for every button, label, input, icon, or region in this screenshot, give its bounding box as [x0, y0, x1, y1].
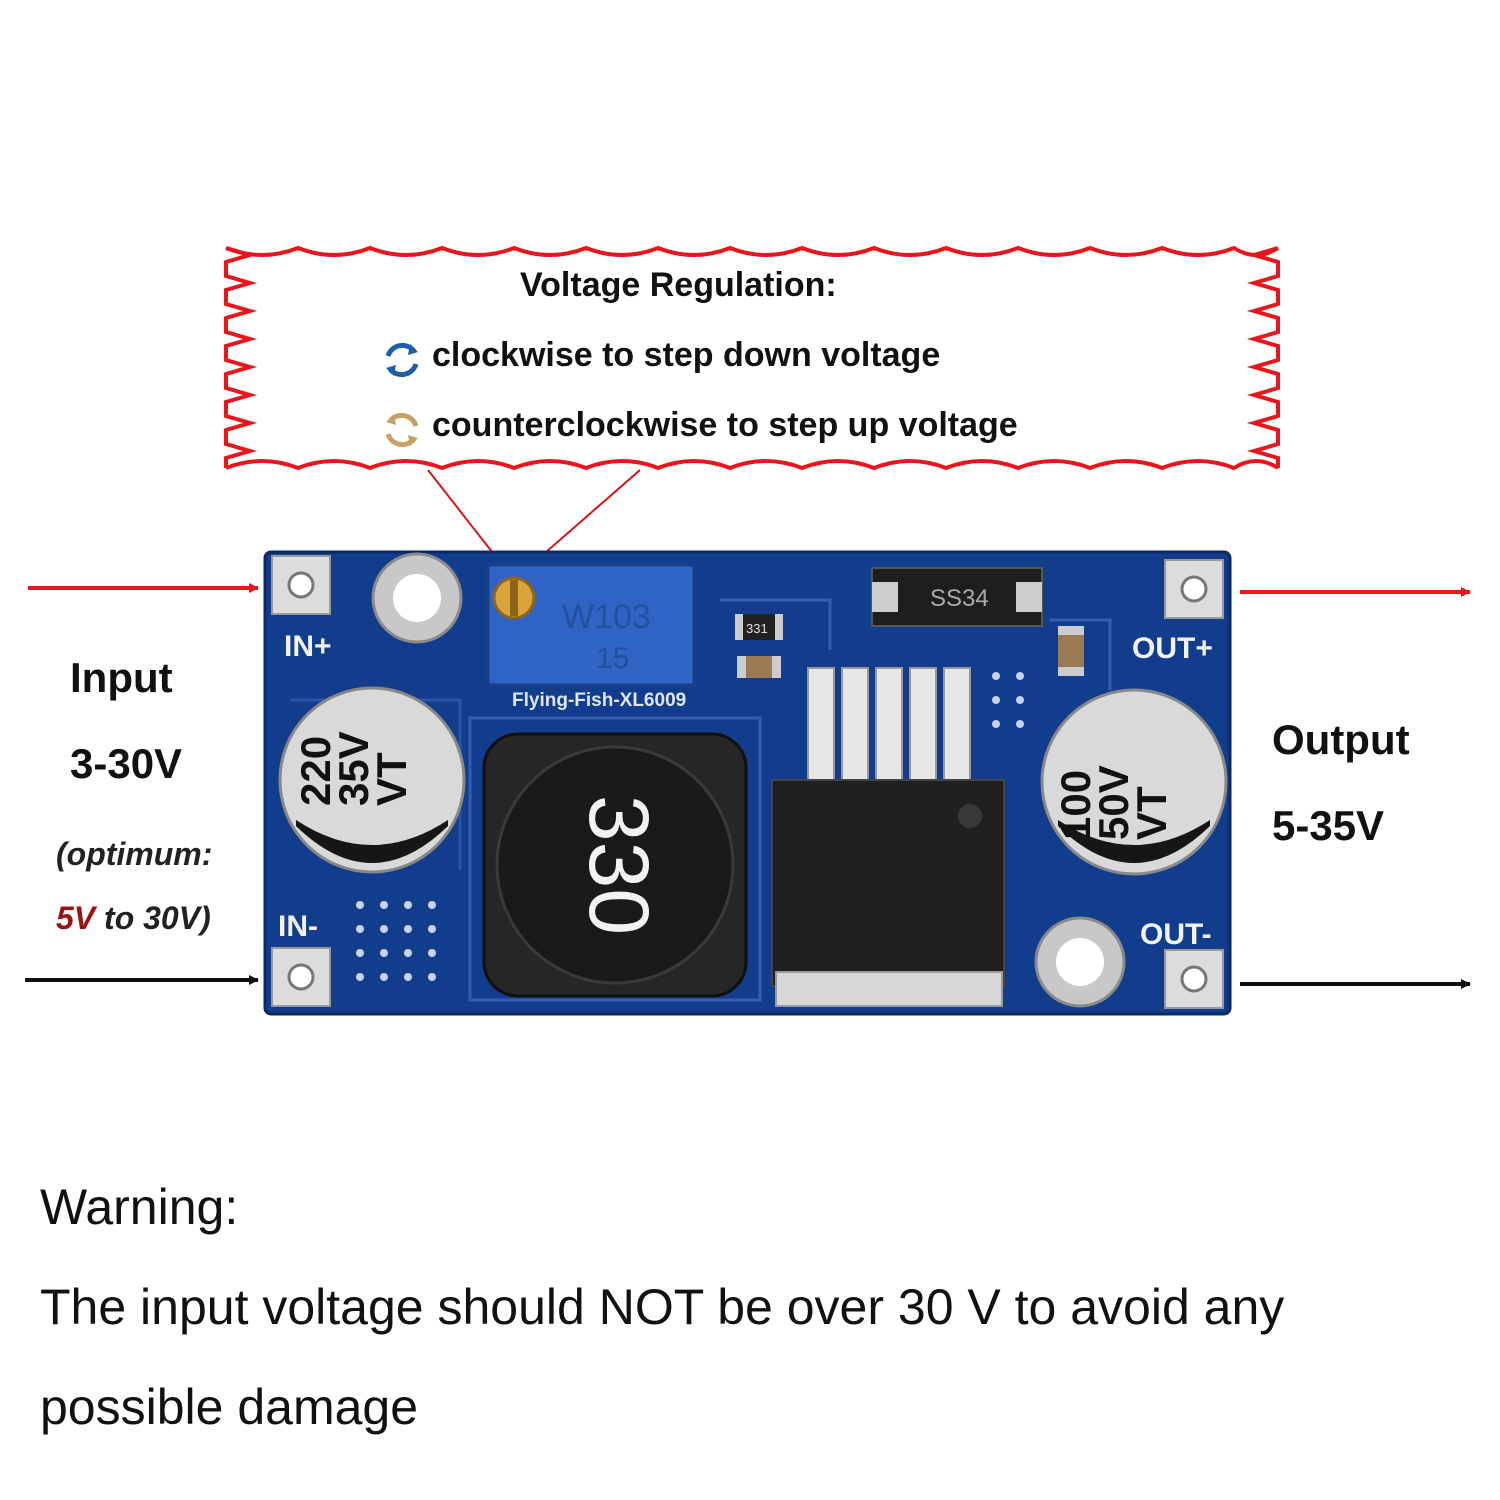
via-dot — [356, 901, 364, 909]
via-dot — [1016, 672, 1024, 680]
warning-line-1: The input voltage should NOT be over 30 … — [40, 1279, 1285, 1335]
capacitor-out-line1: 100 — [1052, 770, 1099, 840]
capacitor-in-line2: 35V — [330, 731, 377, 806]
via-dot — [428, 973, 436, 981]
diode-marking: SS34 — [930, 585, 989, 612]
via-dot — [404, 949, 412, 957]
input-optimum-note: (optimum: — [56, 836, 213, 872]
warning-line-2: possible damage — [40, 1379, 419, 1435]
counterclockwise-rotate-icon — [378, 406, 426, 454]
input-range: 3-30V — [70, 740, 183, 787]
frame-right-edge — [1246, 246, 1280, 468]
via-dot — [380, 901, 388, 909]
via-dot — [1016, 720, 1024, 728]
input-label: Input — [70, 654, 173, 701]
via-dots — [356, 672, 1024, 981]
regulation-title: Voltage Regulation: — [520, 266, 837, 304]
input-optimum-range: 5V to 30V) — [56, 900, 211, 936]
pcb-board: IN+ IN- OUT+ OUT- W103 15 Flying-Fish-XL… — [263, 550, 1232, 1016]
potentiometer: W103 15 — [486, 563, 696, 687]
warning-title: Warning: — [40, 1179, 239, 1235]
clockwise-instruction: clockwise to step down voltage — [432, 336, 941, 374]
via-dot — [404, 925, 412, 933]
frame-left-edge — [224, 246, 258, 468]
via-dot — [428, 901, 436, 909]
capacitor-in-line1: 220 — [292, 736, 339, 806]
smd-resistor-marking: 331 — [746, 621, 768, 636]
regulation-frame — [224, 245, 1280, 471]
via-dot — [992, 720, 1000, 728]
capacitor-in-line3: VT — [368, 752, 415, 806]
pad-out-minus — [1164, 949, 1224, 1009]
regulator-ic — [771, 667, 1005, 1007]
pin-label-in-plus: IN+ — [284, 630, 332, 663]
pad-in-plus — [271, 555, 331, 615]
capacitor-out: 100 50V VT — [1040, 688, 1228, 876]
pin-label-out-minus: OUT- — [1140, 918, 1212, 951]
via-dot — [992, 696, 1000, 704]
diode-ss34: SS34 — [871, 567, 1043, 627]
counterclockwise-instruction: counterclockwise to step up voltage — [432, 406, 1018, 444]
pin-label-in-minus: IN- — [278, 910, 318, 943]
via-dot — [404, 901, 412, 909]
inductor: 330 — [482, 732, 748, 998]
capacitor-in: 220 35V VT — [278, 686, 466, 874]
via-dot — [1016, 696, 1024, 704]
potentiometer-marking-top: W103 — [562, 598, 651, 636]
via-dot — [380, 925, 388, 933]
via-dot — [380, 949, 388, 957]
via-dot — [428, 925, 436, 933]
capacitor-out-line3: VT — [1128, 786, 1175, 840]
pad-out-plus — [1164, 559, 1224, 619]
mounting-hole-bottom — [1034, 916, 1126, 1008]
via-dot — [356, 973, 364, 981]
capacitor-out-line2: 50V — [1090, 765, 1137, 840]
inductor-marking: 330 — [572, 795, 666, 935]
pin-label-out-plus: OUT+ — [1132, 632, 1213, 665]
smd-capacitor-right — [1058, 626, 1084, 676]
via-dot — [404, 973, 412, 981]
via-dot — [356, 925, 364, 933]
potentiometer-marking-bottom: 15 — [596, 642, 629, 675]
clockwise-rotate-icon — [378, 336, 426, 384]
via-dot — [356, 949, 364, 957]
output-label: Output — [1272, 716, 1410, 763]
frame-top-edge — [225, 245, 1280, 257]
mounting-hole-top — [371, 552, 463, 644]
via-dot — [992, 672, 1000, 680]
smd-capacitor — [737, 656, 781, 678]
via-dot — [428, 949, 436, 957]
via-dot — [380, 973, 388, 981]
pad-in-minus — [271, 947, 331, 1007]
frame-bottom-edge — [225, 459, 1280, 471]
silkscreen-text: Flying-Fish-XL6009 — [512, 690, 686, 711]
output-range: 5-35V — [1272, 802, 1385, 849]
smd-resistor: 331 — [735, 614, 783, 640]
